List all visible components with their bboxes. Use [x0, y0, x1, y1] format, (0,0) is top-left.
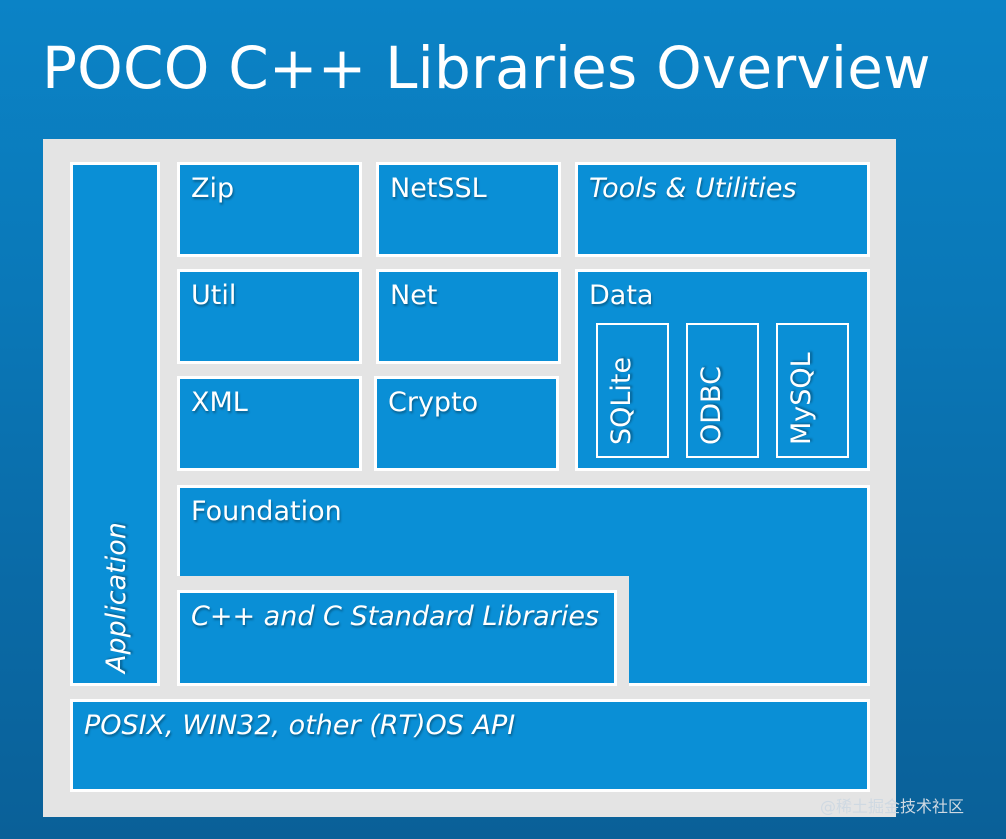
data-label: Data: [589, 280, 654, 311]
cpp-standard-libraries-box: C++ and C Standard Libraries: [177, 590, 617, 686]
crypto-box: Crypto: [374, 376, 559, 471]
net-box: Net: [376, 269, 561, 364]
util-label: Util: [191, 280, 237, 311]
util-box: Util: [177, 269, 362, 364]
mysql-label: MySQL: [786, 352, 817, 445]
page-title: POCO C++ Libraries Overview: [42, 34, 931, 102]
xml-label: XML: [191, 387, 248, 418]
cpp-standard-libraries-label: C++ and C Standard Libraries: [191, 601, 599, 632]
application-label: Application: [101, 522, 132, 673]
tools-utilities-label: Tools & Utilities: [589, 173, 797, 204]
zip-label: Zip: [191, 173, 235, 204]
netssl-label: NetSSL: [390, 173, 487, 204]
xml-box: XML: [177, 376, 362, 471]
sqlite-connector-box: SQLite: [596, 323, 669, 458]
os-api-box: POSIX, WIN32, other (RT)OS API: [70, 699, 870, 792]
crypto-label: Crypto: [388, 387, 479, 418]
net-label: Net: [390, 280, 438, 311]
tools-utilities-box: Tools & Utilities: [575, 162, 870, 257]
mysql-connector-box: MySQL: [776, 323, 849, 458]
sqlite-label: SQLite: [606, 356, 637, 445]
os-api-label: POSIX, WIN32, other (RT)OS API: [84, 710, 516, 741]
application-box: Application: [70, 162, 160, 686]
data-box: Data SQLite ODBC MySQL: [575, 269, 870, 471]
watermark: @稀土掘金技术社区: [820, 797, 965, 816]
netssl-box: NetSSL: [376, 162, 561, 257]
architecture-diagram: Application Zip NetSSL Tools & Utilities…: [43, 139, 896, 817]
odbc-connector-box: ODBC: [686, 323, 759, 458]
odbc-label: ODBC: [696, 366, 727, 445]
foundation-label: Foundation: [191, 496, 342, 527]
zip-box: Zip: [177, 162, 362, 257]
